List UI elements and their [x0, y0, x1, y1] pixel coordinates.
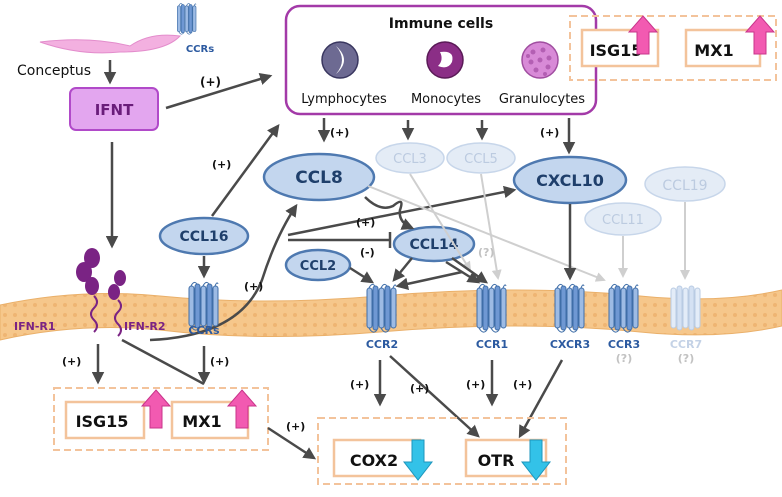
immune-cells-title: Immune cells: [389, 16, 493, 32]
gene-isg15-top-label: ISG15: [590, 41, 643, 60]
ccr3-label: CCR3: [608, 338, 640, 351]
ccl11-label: CCL11: [602, 213, 644, 228]
top-right-gene-panel: [569, 15, 777, 81]
ccl2-label: CCL2: [300, 259, 336, 274]
down-arrow-icon: [402, 439, 434, 481]
plus-sign: (+): [62, 355, 81, 368]
plus-sign: (+): [466, 378, 485, 391]
ccl19-label: CCL19: [662, 178, 707, 194]
gene-otr-label: OTR: [478, 451, 515, 470]
gene-isg15-bottom-label: ISG15: [76, 412, 129, 431]
ccr3-unknown-sign: (?): [616, 352, 632, 365]
monocytes-label: Monocytes: [411, 92, 481, 107]
plus-sign: (+): [356, 216, 375, 229]
ccr1-receptor-icon: [476, 283, 507, 333]
conceptus-label: Conceptus: [17, 63, 91, 79]
ccl16-node: [158, 216, 250, 256]
ccl16-label: CCL16: [180, 229, 229, 245]
up-arrow-icon: [226, 389, 258, 429]
ccl5-label: CCL5: [464, 152, 498, 167]
ccr7-unknown-sign: (?): [678, 352, 694, 365]
ccl19-node: [644, 166, 726, 202]
up-arrow-icon: [140, 389, 172, 429]
ccl14-node: [392, 225, 476, 263]
ccl3-node: [375, 142, 445, 174]
ccl11-node: [584, 202, 662, 236]
ifn-r2-label: IFN-R2: [124, 320, 166, 333]
ifn-r2-receptor-icon: [108, 270, 126, 337]
plus-sign: (+): [244, 280, 263, 293]
minus-sign: (-): [360, 246, 375, 259]
cxcr3-receptor-icon: [554, 283, 585, 333]
ifnt-label: IFNT: [95, 101, 134, 119]
ccrs-top-receptor-icon: [177, 3, 197, 35]
plus-sign: (+): [410, 382, 429, 395]
plus-sign: (+): [212, 158, 231, 171]
lymphocyte-icon: [321, 41, 359, 79]
up-arrow-icon: [744, 15, 776, 55]
granulocytes-label: Granulocytes: [499, 92, 585, 107]
lymphocytes-label: Lymphocytes: [301, 92, 387, 107]
up-arrow-icon: [627, 15, 659, 55]
ccl2-node: [284, 248, 352, 282]
ccr2-receptor-icon: [366, 283, 397, 333]
gene-box-cox2: [332, 438, 422, 478]
ccrs-receptor-label: CCRs: [188, 324, 220, 337]
plus-sign: (+): [286, 420, 305, 433]
ccr7-label: CCR7: [670, 338, 702, 351]
ifnt-box: [69, 87, 159, 131]
plus-sign: (+): [513, 378, 532, 391]
down-arrow-icon: [520, 439, 552, 481]
ccl3-label: CCL3: [393, 152, 427, 167]
unknown-sign: (?): [478, 246, 494, 259]
plus-sign: (+): [540, 126, 559, 139]
plus-sign: (+): [330, 126, 349, 139]
ifn-r1-label: IFN-R1: [14, 320, 56, 333]
bottom-right-gene-panel: [317, 417, 567, 485]
plus-sign: (+): [210, 355, 229, 368]
cxcl10-label: CXCL10: [536, 171, 604, 190]
gene-mx1-bottom-label: MX1: [182, 412, 221, 431]
ccr1-label: CCR1: [476, 338, 508, 351]
ccr2-label: CCR2: [366, 338, 398, 351]
gene-cox2-label: COX2: [350, 451, 398, 470]
ccl8-label: CCL8: [295, 168, 343, 188]
bottom-left-gene-panel: [53, 387, 269, 451]
cxcr3-label: CXCR3: [550, 338, 590, 351]
ccrs-top-label: CCRs: [186, 44, 214, 55]
cxcl10-node: [512, 155, 628, 205]
ifn-r1-receptor-icon: [76, 248, 100, 333]
gene-box-isg15-bottom: [64, 400, 146, 440]
plus-sign: (+): [350, 378, 369, 391]
ccr3-receptor-icon: [608, 283, 639, 333]
ccr7-receptor-icon: [670, 285, 701, 331]
gene-mx1-top-label: MX1: [694, 41, 733, 60]
plus-sign: (+): [200, 75, 221, 89]
conceptus-shape: [39, 34, 182, 54]
ccrs-receptor-icon: [188, 281, 219, 331]
ccl5-node: [446, 142, 516, 174]
gene-box-mx1-bottom: [170, 400, 250, 440]
ccl14-label: CCL14: [410, 237, 459, 253]
ccl8-node: [262, 152, 376, 202]
